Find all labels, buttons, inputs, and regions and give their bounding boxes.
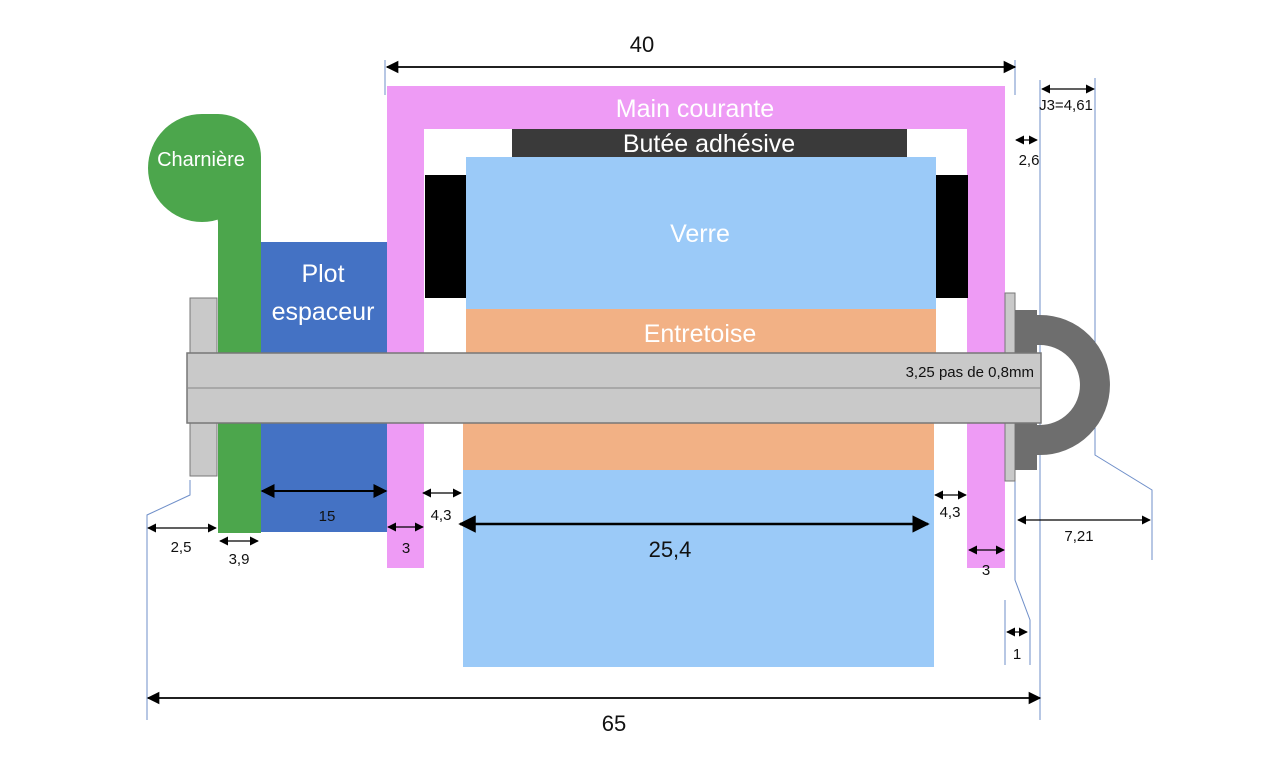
joint-right — [936, 175, 968, 298]
dim-left-offset: 2,5 — [171, 539, 192, 556]
dimension-arrows — [146, 60, 1151, 705]
dim-total-main-courante: 40 — [630, 32, 654, 57]
dim-gap-left: 4,3 — [431, 507, 452, 524]
axe-label: 3,25 pas de 0,8mm — [906, 364, 1034, 381]
dim-charniere-thickness: 3,9 — [229, 551, 250, 568]
dim-j3: J3=4,61 — [1039, 97, 1093, 114]
verre-label: Verre — [670, 220, 730, 248]
dim-gap-right-top: 2,6 — [1019, 152, 1040, 169]
dim-gap-right: 4,3 — [940, 504, 961, 521]
dim-nut-right: 7,21 — [1064, 528, 1093, 545]
main-courante-label: Main courante — [616, 95, 774, 123]
butee-adhesive-label: Butée adhésive — [623, 130, 795, 158]
charniere-label: Charnière — [157, 149, 245, 171]
dim-total-length: 65 — [602, 711, 626, 736]
joint-left — [425, 175, 467, 298]
plot-label-line1: Plot — [301, 260, 344, 288]
charniere-arm — [202, 114, 261, 533]
dim-mc-right-thickness: 3 — [982, 562, 990, 579]
plot-label-line2: espaceur — [272, 298, 375, 326]
entretoise-bottom — [463, 423, 934, 470]
dim-plot-width: 15 — [319, 508, 336, 525]
dim-glass-width: 25,4 — [649, 537, 692, 562]
entretoise-top — [466, 309, 936, 353]
cap-nut — [1018, 315, 1110, 455]
verre-bottom — [463, 470, 934, 667]
dim-mc-left-thickness: 3 — [402, 540, 410, 557]
dim-washer: 1 — [1013, 646, 1021, 663]
butee-adhesive — [512, 129, 907, 157]
verre-top — [466, 157, 936, 309]
entretoise-label: Entretoise — [644, 320, 757, 348]
